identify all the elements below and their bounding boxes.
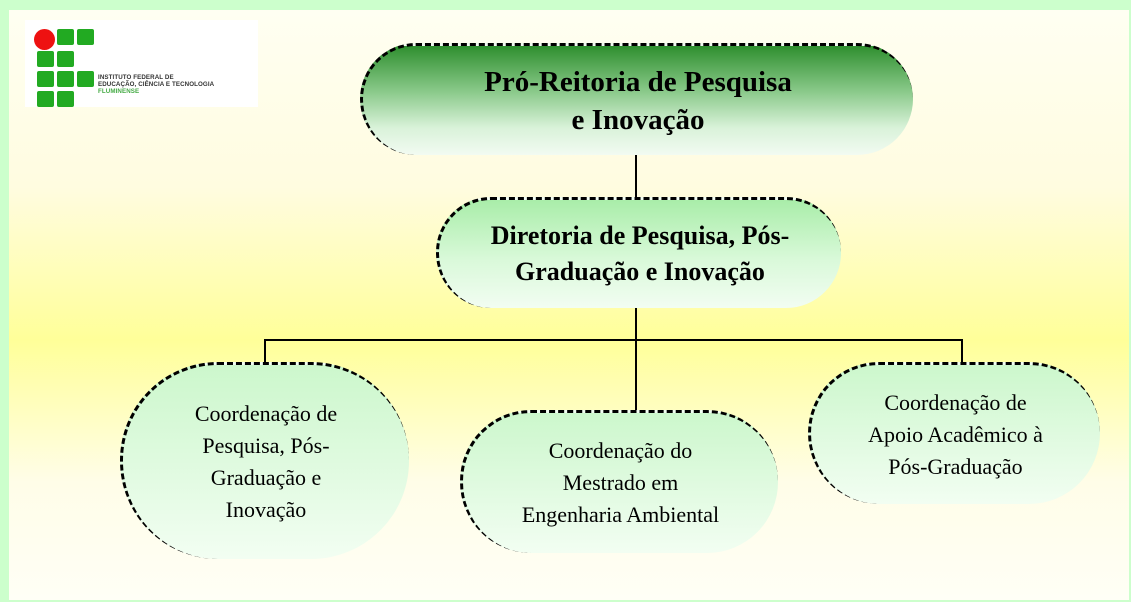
node-pro-reitoria: Pró-Reitoria de Pesquisa e Inovação bbox=[360, 43, 913, 155]
logo-square bbox=[57, 71, 74, 87]
node-label-line: Coordenação do bbox=[548, 438, 693, 463]
node-label-line: Pró-Reitoria de Pesquisa bbox=[484, 65, 792, 98]
node-label-line: Pós-Graduação bbox=[888, 453, 1023, 479]
node-label-line: e Inovação bbox=[571, 103, 705, 136]
node-diretoria-label: Diretoria de Pesquisa, Pós- Graduação e … bbox=[491, 218, 790, 290]
logo-square bbox=[77, 71, 94, 87]
node-label-line: Diretoria de Pesquisa, Pós- bbox=[490, 221, 790, 250]
logo-square bbox=[37, 51, 54, 67]
node-coordenacao-apoio-label: Coordenação de Apoio Acadêmico à Pós-Gra… bbox=[868, 387, 1043, 483]
node-label-line: Engenharia Ambiental bbox=[521, 502, 720, 527]
node-coordenacao-pesquisa-label: Coordenação de Pesquisa, Pós- Graduação … bbox=[195, 398, 337, 526]
logo-square bbox=[37, 91, 54, 107]
node-coordenacao-apoio: Coordenação de Apoio Acadêmico à Pós-Gra… bbox=[808, 362, 1100, 504]
node-label-line: Mestrado em bbox=[562, 470, 679, 495]
logo-square bbox=[57, 29, 74, 45]
node-label-line: Apoio Acadêmico à bbox=[868, 421, 1043, 447]
logo-square bbox=[57, 91, 74, 107]
node-label-line: Pesquisa, Pós- bbox=[202, 433, 330, 458]
logo-text-line2: EDUCAÇÃO, CIÊNCIA E TECNOLOGIA bbox=[98, 81, 215, 88]
node-coordenacao-mestrado: Coordenação do Mestrado em Engenharia Am… bbox=[460, 410, 778, 553]
node-label-line: Graduação e Inovação bbox=[515, 257, 765, 286]
institution-logo: INSTITUTO FEDERAL DE EDUCAÇÃO, CIÊNCIA E… bbox=[25, 20, 258, 107]
logo-text-line1: INSTITUTO FEDERAL DE bbox=[98, 74, 174, 81]
node-label-line: Inovação bbox=[225, 497, 307, 522]
logo-square bbox=[37, 71, 54, 87]
node-label-line: Graduação e bbox=[210, 465, 322, 490]
node-coordenacao-pesquisa: Coordenação de Pesquisa, Pós- Graduação … bbox=[120, 362, 409, 559]
node-diretoria: Diretoria de Pesquisa, Pós- Graduação e … bbox=[436, 197, 841, 308]
logo-red-dot bbox=[34, 29, 55, 50]
logo-text-line3: FLUMINENSE bbox=[98, 88, 140, 95]
node-label-line: Coordenação de bbox=[884, 389, 1027, 415]
logo-square bbox=[77, 29, 94, 45]
node-coordenacao-mestrado-label: Coordenação do Mestrado em Engenharia Am… bbox=[522, 435, 719, 531]
node-label-line: Coordenação de bbox=[194, 401, 338, 426]
logo-square bbox=[57, 51, 74, 67]
node-pro-reitoria-label: Pró-Reitoria de Pesquisa e Inovação bbox=[484, 63, 792, 139]
